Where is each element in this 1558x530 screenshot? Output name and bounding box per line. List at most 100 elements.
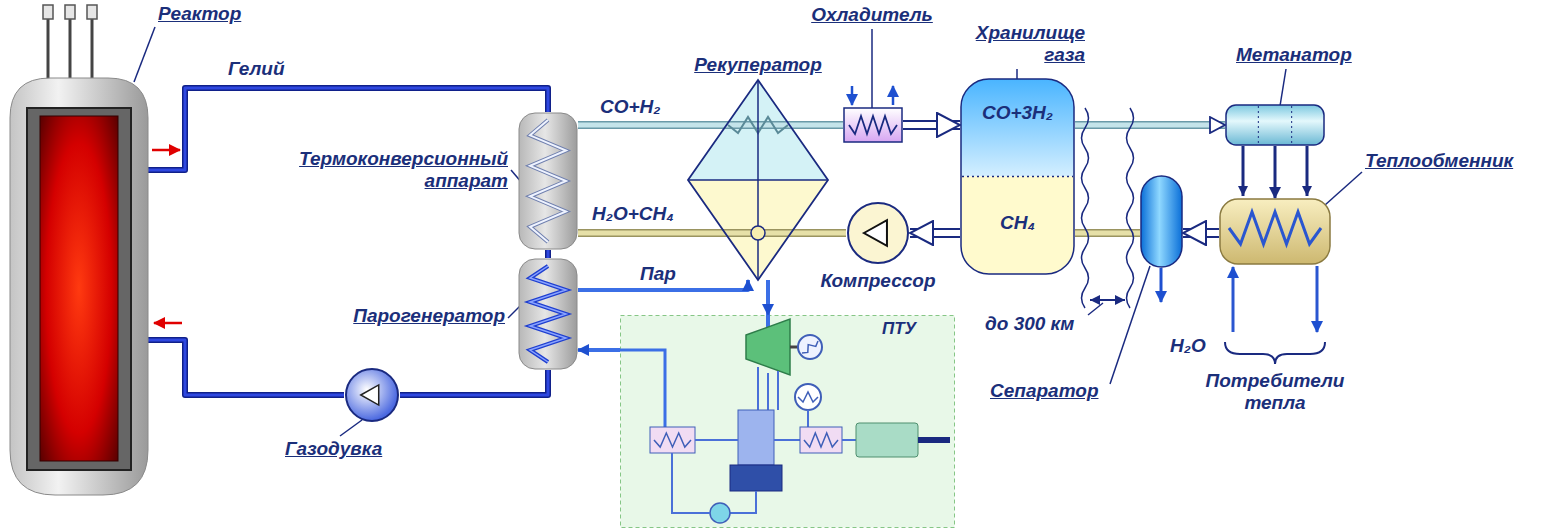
compressor: Компрессор <box>846 201 910 265</box>
consumer-pipes <box>1233 266 1317 332</box>
rect-part <box>519 113 577 249</box>
path-part <box>730 491 756 513</box>
line-part <box>842 439 856 441</box>
annotation-label: до 300 км <box>985 313 1074 335</box>
circle-part <box>346 369 398 421</box>
polyline-part <box>530 120 566 242</box>
path-part <box>1127 108 1134 308</box>
rect-part <box>621 316 955 528</box>
rect-part <box>738 410 774 465</box>
pipe-connector <box>578 350 620 351</box>
methanator-shape <box>1225 104 1325 146</box>
recuperator-diamond: Рекуператор <box>688 80 828 280</box>
path-part <box>688 80 828 280</box>
callout-label: Парогенератор <box>353 305 505 327</box>
pipe-label: CO+H₂ <box>600 96 661 118</box>
circle-part <box>798 335 822 359</box>
callout-label: Теплообменник <box>1365 150 1513 172</box>
line-part <box>340 420 362 436</box>
line-part <box>1242 146 1245 196</box>
line-part <box>154 322 182 325</box>
pipe-line <box>910 230 960 236</box>
methanator: Метанатор <box>1225 104 1325 146</box>
heat-exchanger: Теплообменник <box>1219 198 1331 265</box>
polygon-part <box>746 319 790 375</box>
line-part <box>757 367 759 410</box>
node-text: CH₄ <box>1000 212 1035 234</box>
line-part <box>69 18 72 82</box>
line-part <box>1088 303 1103 315</box>
circle-part <box>710 503 730 523</box>
line-part <box>1258 106 1259 144</box>
annotation-label: H₂O <box>1170 335 1206 357</box>
callout-label: Метанатор <box>1236 44 1352 66</box>
reactor-vessel: Реактор <box>10 78 148 495</box>
steam-turbine-panel: ПТУ <box>620 315 955 528</box>
line-part <box>134 27 155 82</box>
rect-part <box>856 423 918 457</box>
rect-part <box>1220 199 1330 264</box>
callout-label: ПТУ <box>882 319 916 339</box>
line-part <box>1110 266 1150 384</box>
line-part <box>767 373 769 410</box>
heat-exchanger-shape <box>1219 198 1331 265</box>
methanator-outlets <box>1243 146 1307 196</box>
callout-label: Термоконверсионный аппарат <box>238 148 508 192</box>
thermoconversion-unit-shape <box>518 112 578 250</box>
path-part <box>620 350 665 427</box>
rect-part <box>844 108 902 142</box>
polyline-part <box>654 433 691 447</box>
rect-part <box>730 465 782 491</box>
line-part <box>892 86 895 105</box>
path-part <box>672 453 710 513</box>
pipe-connector <box>148 340 344 395</box>
line-part <box>851 86 854 105</box>
separator-shape <box>1140 175 1183 268</box>
gas-blower-shape <box>344 367 400 423</box>
polyline-part <box>530 120 566 242</box>
node-text: CO+3H₂ <box>982 102 1053 124</box>
pipe-connector <box>1075 233 1140 234</box>
rect-part <box>961 177 1074 275</box>
pipe-connector <box>828 125 843 126</box>
polyline-part <box>804 433 838 447</box>
pipe-outline <box>1075 229 1140 237</box>
flow-arrows-red <box>152 150 182 323</box>
path-part <box>864 220 887 246</box>
pipe-label: H₂O+CH₄ <box>592 203 674 225</box>
pipe-connector <box>768 280 769 315</box>
separator: Сепаратор <box>1140 175 1183 268</box>
line-part <box>774 439 800 441</box>
pipe-line <box>547 250 550 258</box>
pipe-line <box>828 231 846 236</box>
pipe-outline <box>910 228 960 238</box>
gas-blower: Газодувка <box>344 367 400 423</box>
rect-part <box>800 427 842 453</box>
path-part <box>1082 108 1089 308</box>
consumer-brace <box>1225 342 1325 364</box>
pipe-line <box>578 231 688 236</box>
steam-generator: Парогенератор <box>518 258 578 370</box>
pipe-outline <box>828 121 843 129</box>
polyline-part <box>798 392 818 402</box>
circle-part <box>751 226 765 240</box>
pipe-connector <box>400 370 548 395</box>
pipe-connector <box>578 125 688 126</box>
g-part <box>961 79 1074 274</box>
pipe-connector <box>548 250 549 258</box>
pipe-connector <box>1275 146 1276 198</box>
steam-generator-shape <box>518 258 578 370</box>
pipe-connector <box>903 125 960 126</box>
rect-part <box>961 79 1074 274</box>
line-part <box>918 437 950 443</box>
gas-cooler-shape <box>843 107 903 143</box>
rect-part <box>87 5 97 19</box>
path-part <box>361 385 379 405</box>
pipe-line <box>578 348 620 352</box>
rect-part <box>650 427 695 453</box>
pipe-outline <box>400 370 548 395</box>
polyline-part <box>802 341 818 353</box>
line-part <box>1280 69 1286 106</box>
reactor-vessel-shape <box>10 78 148 495</box>
